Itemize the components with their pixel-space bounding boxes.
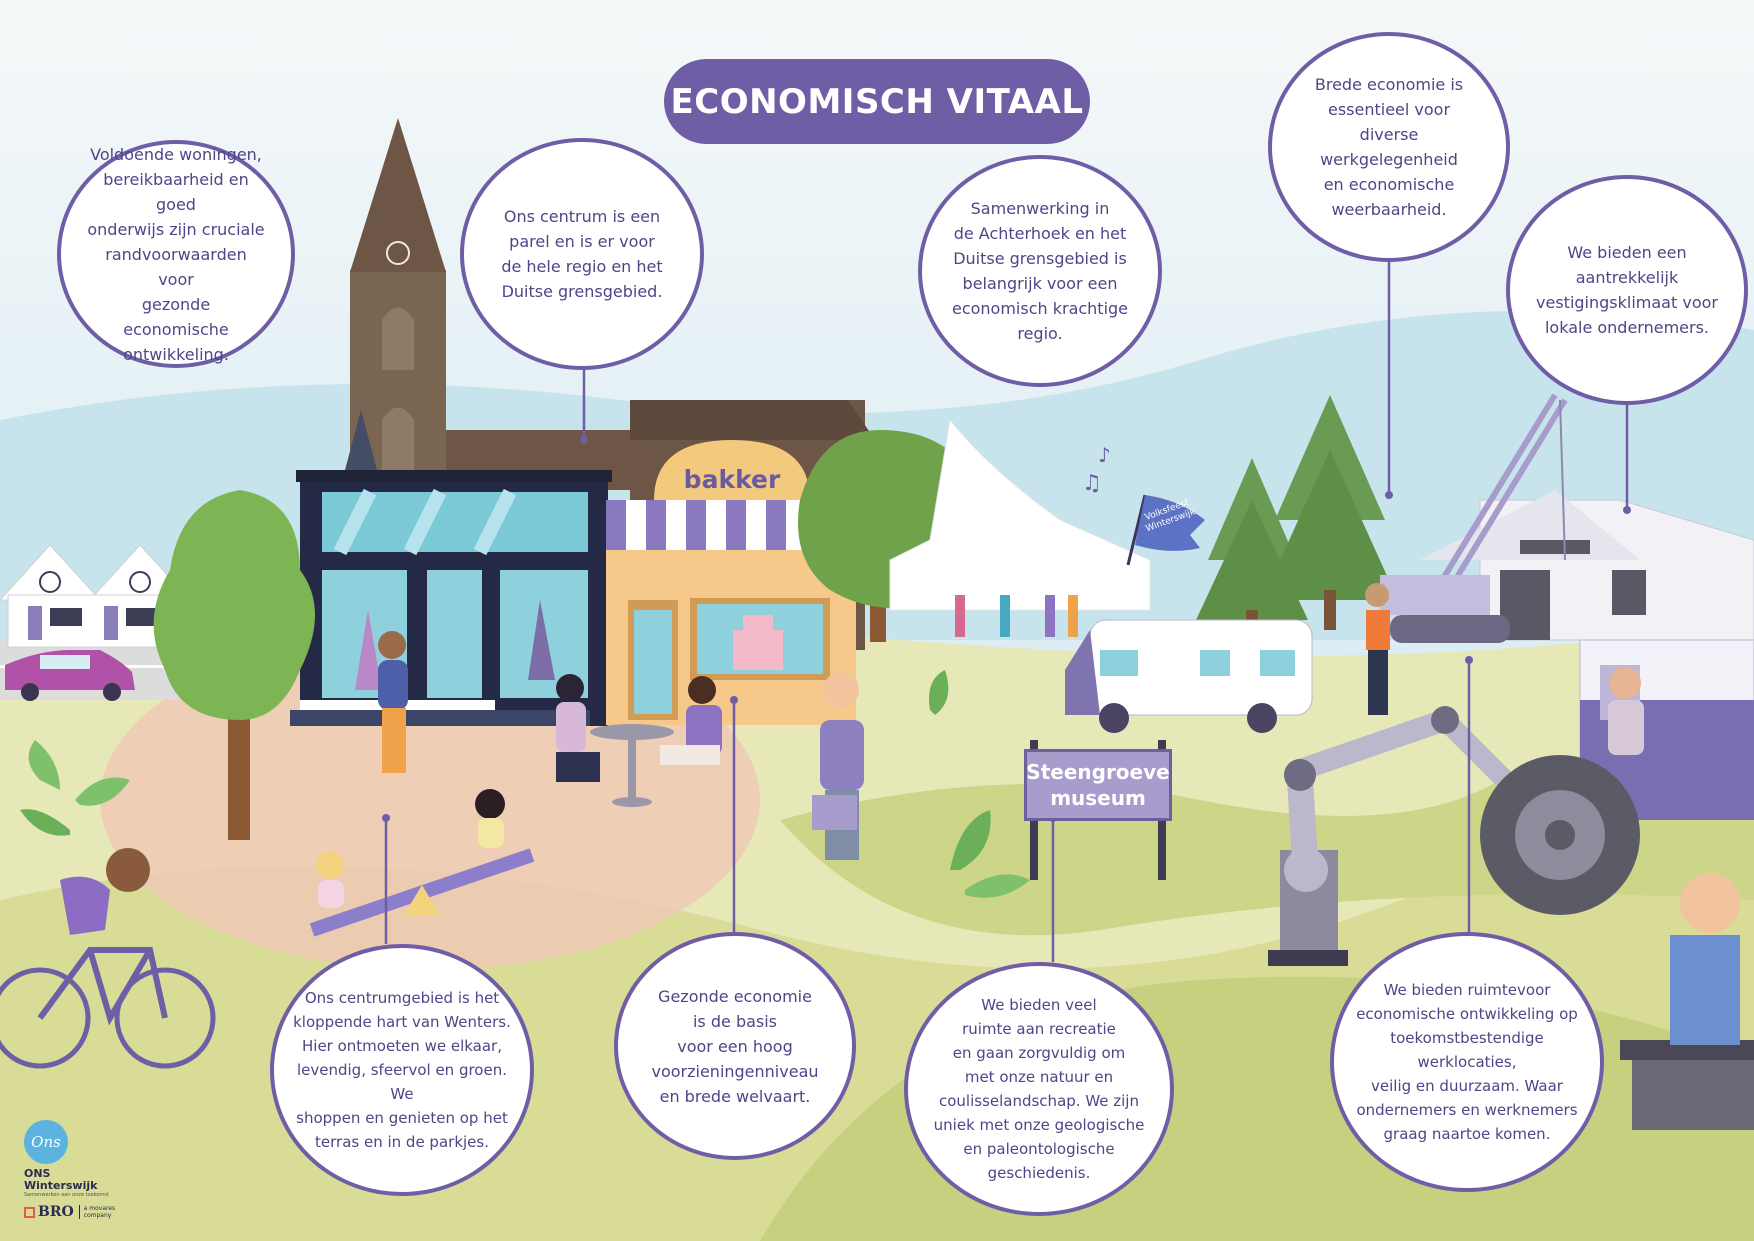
bro-subtitle: a movares company [78, 1205, 115, 1219]
bro-mark-icon [24, 1206, 35, 1218]
ons-tagline: Samenwerken aan onze toekomst [24, 1192, 109, 1198]
bubble-text: Ons centrum is een parel en is er voor d… [501, 207, 663, 301]
bubble-text: We bieden een aantrekkelijk vestigingskl… [1536, 243, 1718, 337]
bro-logo: BRO a movares company [24, 1204, 134, 1220]
steengroeve-museum-sign: Steengroeve museum [1024, 749, 1172, 821]
bubble-vestigingsklimaat: We bieden een aantrekkelijk vestigingskl… [1506, 175, 1748, 405]
bubble-text: Samenwerking in de Achterhoek en het Dui… [951, 199, 1129, 343]
bubble-gezonde-economie: Gezonde economie is de basis voor een ho… [614, 932, 856, 1160]
logo-block: Ons ONS Winterswijk Samenwerken aan onze… [24, 1120, 134, 1220]
bubble-centrumgebied: Ons centrumgebied is het kloppende hart … [270, 944, 534, 1196]
svg-text:♫: ♫ [1082, 471, 1102, 496]
bakery-sign: bakker [683, 464, 781, 494]
bro-name: BRO [38, 1204, 74, 1220]
bubble-text: Brede economie is essentieel voor divers… [1314, 75, 1464, 219]
bubble-recreatie: We bieden veel ruimte aan recreatie en g… [904, 962, 1174, 1216]
bubble-text: Voldoende woningen, bereikbaarheid en go… [87, 144, 265, 364]
ons-winterswijk-name: ONS Winterswijk [24, 1167, 98, 1192]
ons-logo-mark: Ons [24, 1120, 68, 1164]
bubble-werklocaties: We bieden ruimtevoor economische ontwikk… [1330, 932, 1604, 1192]
bubble-text: Gezonde economie is de basis voor een ho… [651, 986, 819, 1106]
svg-text:♪: ♪ [1098, 443, 1111, 467]
bubble-text: Ons centrumgebied is het kloppende hart … [293, 989, 511, 1151]
bubble-brede-economie: Brede economie is essentieel voor divers… [1268, 32, 1510, 262]
bubble-text: We bieden ruimtevoor economische ontwikk… [1356, 981, 1578, 1143]
page-title: ECONOMISCH VITAAL [664, 59, 1090, 144]
bubble-text: We bieden veel ruimte aan recreatie en g… [933, 996, 1145, 1182]
bubble-centrum-parel: Ons centrum is een parel en is er voor d… [460, 138, 704, 370]
bubble-samenwerking: Samenwerking in de Achterhoek en het Dui… [918, 155, 1162, 387]
bubble-woningen: Voldoende woningen, bereikbaarheid en go… [57, 140, 295, 368]
